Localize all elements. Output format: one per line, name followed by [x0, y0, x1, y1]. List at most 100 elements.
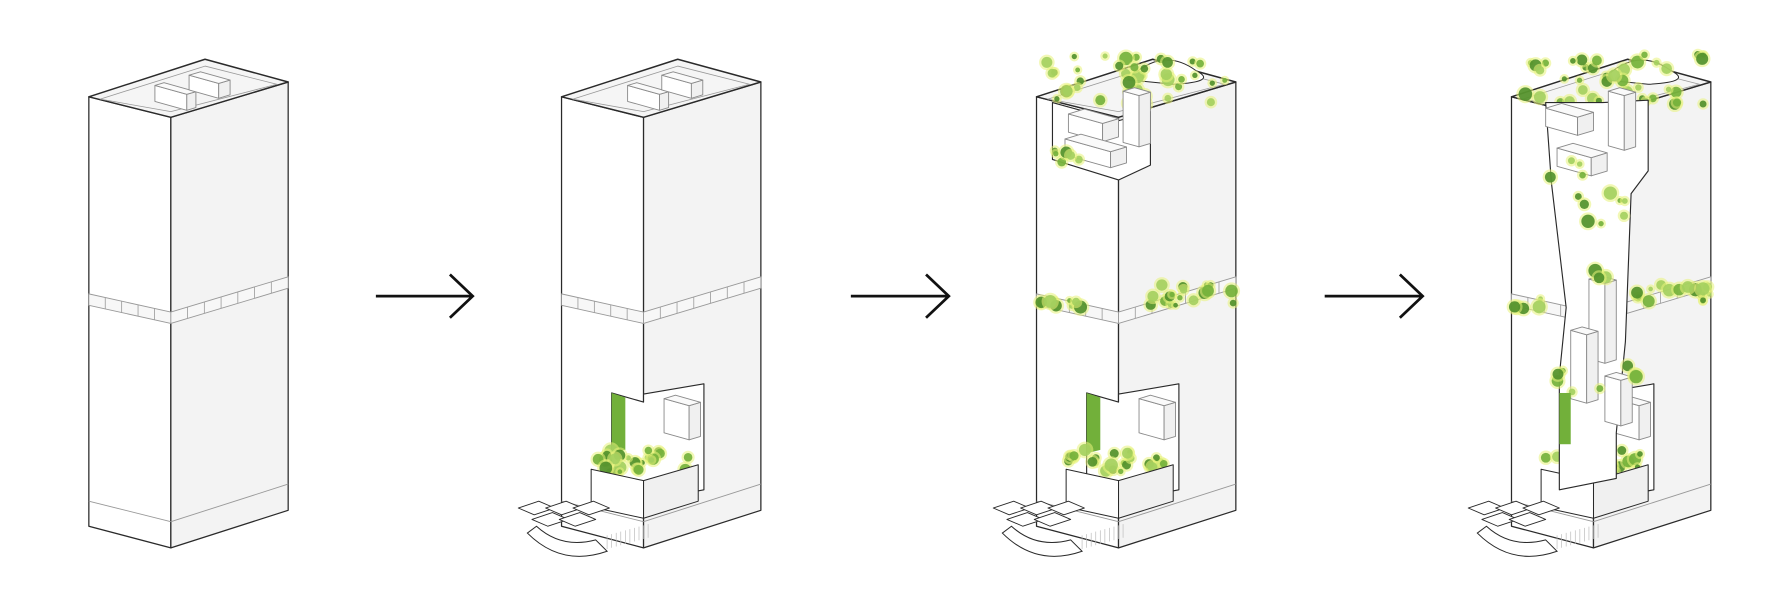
canopy-panel [572, 500, 610, 516]
arrow-head [1398, 273, 1425, 319]
canopy-base [526, 525, 609, 557]
tree-canopy [1637, 451, 1643, 457]
tree-canopy [633, 464, 644, 475]
tree-canopy [683, 453, 693, 462]
canopy-panel [1047, 500, 1085, 516]
tree-canopy [1567, 157, 1575, 165]
void-box-side [1623, 91, 1637, 151]
tree-canopy [1648, 286, 1653, 292]
tree-canopy [1579, 199, 1589, 209]
void-box-top [1138, 394, 1176, 407]
void-box-top [1122, 87, 1151, 97]
band-right [643, 276, 762, 324]
void-box-top [1545, 102, 1594, 118]
void-box-front [1122, 90, 1140, 148]
plinth-line [643, 483, 762, 523]
tree-canopy [617, 469, 623, 475]
tree-canopy [1147, 462, 1158, 472]
tree-canopy [1078, 443, 1092, 457]
tower-stage-3 [992, 49, 1241, 557]
void-box-side [1163, 401, 1176, 441]
canopy-panel [1522, 500, 1560, 516]
lower-green-void [590, 383, 705, 519]
tree-canopy [1140, 64, 1149, 73]
tree-canopy [1621, 198, 1628, 204]
plinth-line [170, 483, 289, 523]
tree-canopy [1188, 295, 1199, 306]
tower-stage-2 [517, 58, 762, 557]
tree-canopy [1665, 86, 1672, 93]
tree-canopy [1682, 281, 1694, 293]
tree-canopy [1122, 76, 1136, 89]
plinth-line [1118, 483, 1236, 523]
tree-canopy [1209, 80, 1215, 86]
tree-canopy [1169, 291, 1175, 298]
canopy-panel [558, 512, 597, 527]
tree-canopy [1196, 59, 1204, 68]
tree-canopy [648, 457, 655, 463]
tree-canopy [1576, 54, 1588, 66]
tree-canopy [1053, 150, 1059, 157]
tree-canopy [1540, 452, 1551, 463]
tree-canopy [1041, 56, 1053, 68]
tree-canopy [1118, 468, 1124, 475]
plinth-line [88, 500, 171, 523]
tree-canopy [1147, 290, 1159, 302]
tree-canopy [1596, 385, 1604, 392]
void-box-side [1638, 401, 1651, 441]
tree-canopy [1608, 69, 1621, 82]
tree-canopy [599, 461, 613, 475]
arrow-right-icon [850, 273, 951, 319]
band-right [170, 276, 289, 324]
tree-canopy [1159, 460, 1168, 468]
vertical-green-void [1542, 87, 1649, 491]
tree-canopy [1570, 58, 1576, 64]
tree-canopy [1635, 84, 1642, 91]
tower-roof [88, 58, 289, 119]
green-wall [1559, 392, 1571, 445]
terrace-box-side [1118, 464, 1174, 519]
tower-stage-1 [88, 58, 289, 549]
void-box-top [1607, 87, 1637, 97]
tree-canopy [1173, 302, 1178, 308]
tree-canopy [1579, 171, 1586, 179]
canopy-base [1001, 525, 1084, 557]
arrow-head [448, 273, 475, 319]
tree-canopy [1087, 456, 1098, 467]
tower-stage-4 [1467, 48, 1715, 557]
tree-canopy [1229, 299, 1237, 307]
void-box-front [1607, 90, 1625, 151]
tower-roof [560, 58, 762, 119]
tree-canopy [1066, 151, 1076, 160]
tree-canopy [1518, 87, 1533, 101]
roof-parapet [572, 65, 750, 113]
void-box-side [1604, 279, 1617, 364]
canopy-panel [1033, 512, 1072, 527]
tree-canopy [1672, 98, 1682, 107]
tree-canopy [1700, 297, 1706, 304]
tree-canopy [1122, 447, 1133, 459]
tree-canopy [1696, 282, 1710, 296]
arrow-right-icon [1324, 273, 1425, 319]
void-box-side [1138, 91, 1151, 148]
green-wall [1086, 392, 1101, 454]
tree-canopy [1073, 84, 1081, 91]
tree-canopy [1561, 76, 1567, 82]
mid-band [88, 276, 289, 324]
roof-box-top [188, 71, 231, 84]
tree-canopy [1591, 55, 1602, 66]
tree-canopy [1222, 78, 1228, 83]
tree-canopy [1696, 52, 1709, 65]
terrace-box-side [643, 464, 699, 519]
tree-canopy [1631, 286, 1643, 299]
tree-canopy [1576, 77, 1583, 83]
tree-canopy [1047, 68, 1057, 78]
mid-band [561, 276, 762, 324]
tree-canopy [1617, 446, 1627, 455]
roof-box-side [186, 91, 197, 111]
upper-green-void [1049, 87, 1151, 181]
tree-canopy [1075, 67, 1081, 73]
roof-box-side [659, 91, 670, 111]
arrow-right-icon [375, 273, 475, 319]
